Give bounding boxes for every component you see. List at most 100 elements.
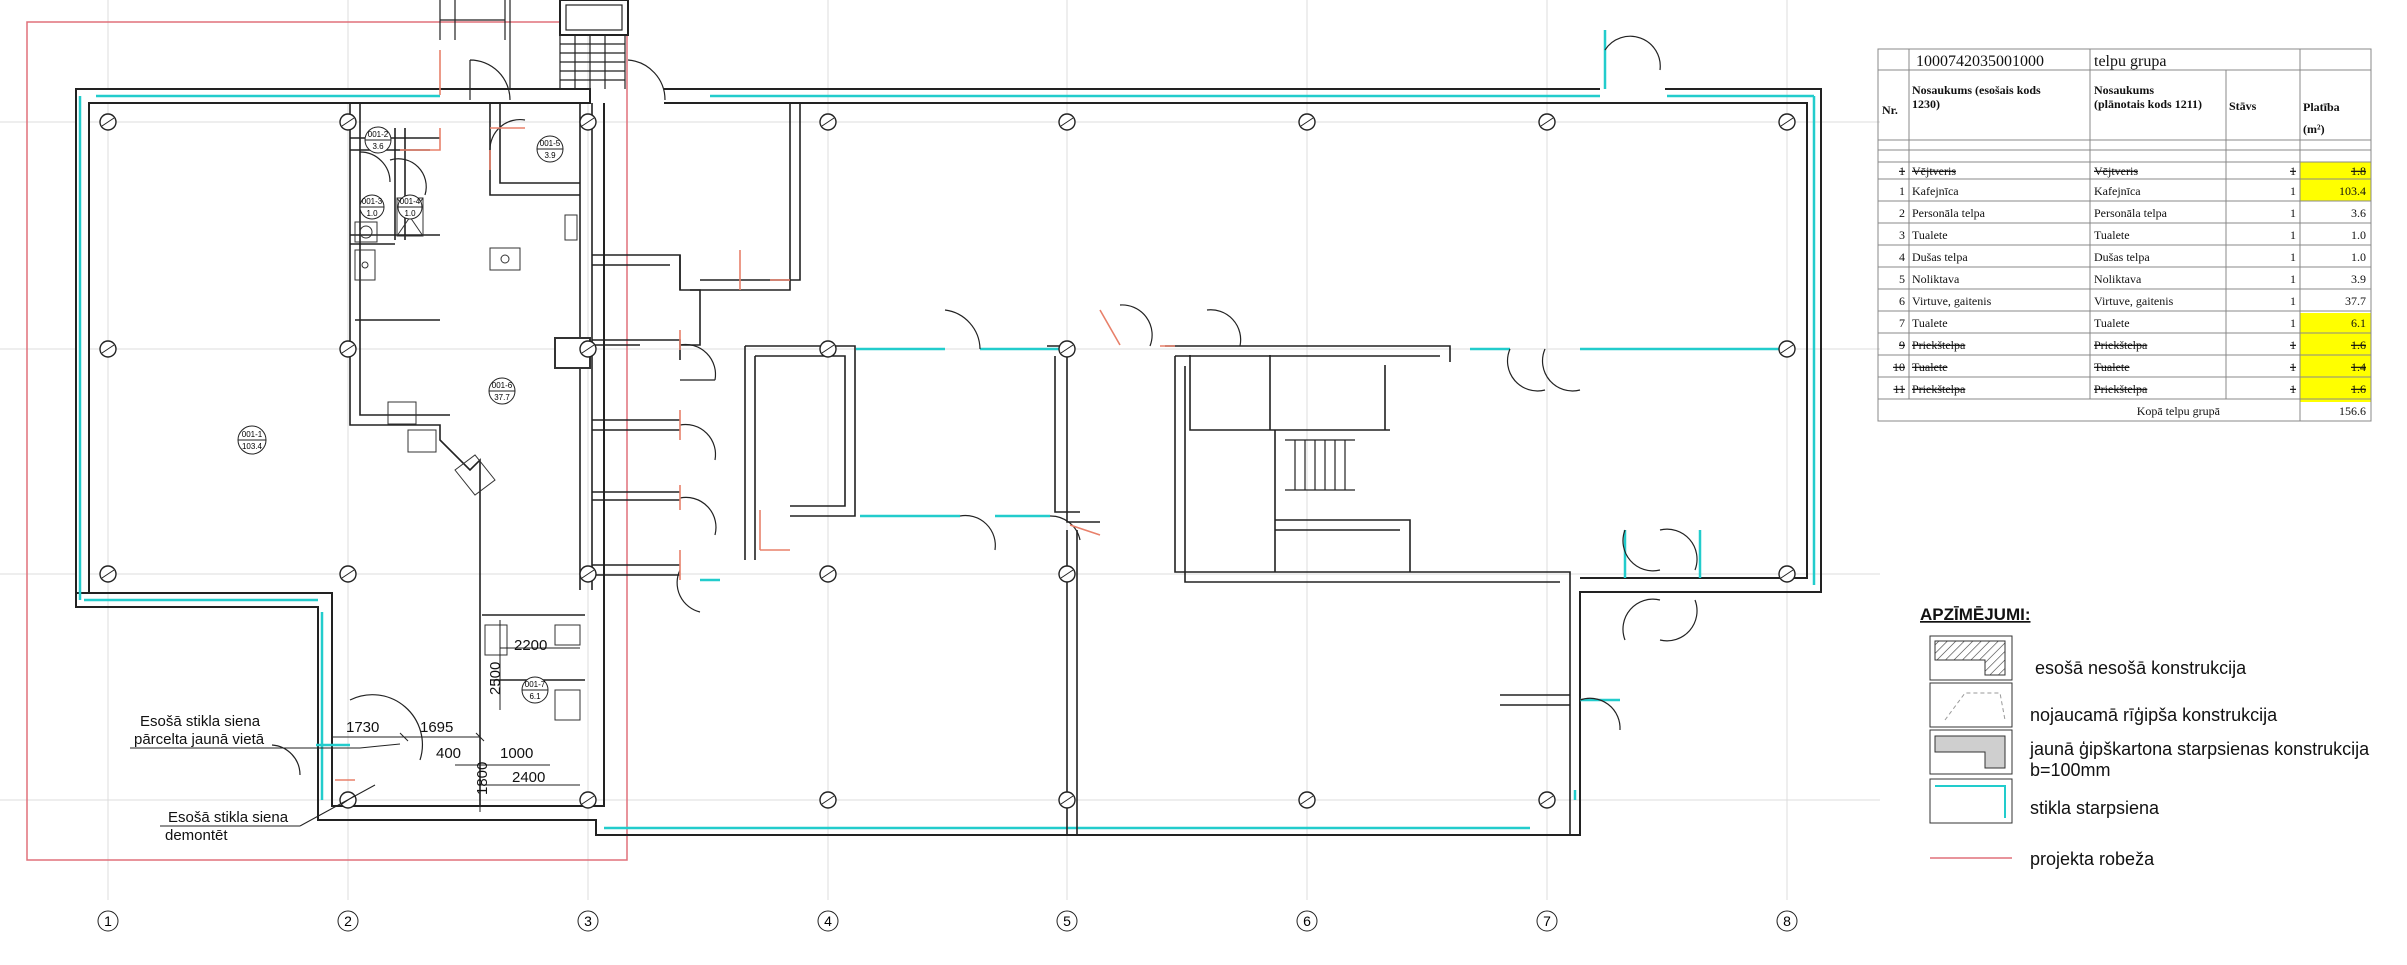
svg-text:103.4: 103.4 — [242, 442, 263, 451]
dimension-text: 2200 — [514, 637, 547, 654]
table-cell-area: 37.7 — [2345, 294, 2366, 308]
table-cell-planned: Tualete — [2094, 360, 2130, 374]
svg-text:001-7: 001-7 — [525, 680, 546, 689]
table-cell-area: 1.8 — [2351, 164, 2366, 178]
dimension-lines — [332, 620, 580, 812]
room-tag: 001-637.7 — [488, 377, 516, 405]
room-tag: 001-7 6.1 — [521, 676, 549, 704]
svg-text:001-4: 001-4 — [400, 197, 421, 206]
svg-text:4: 4 — [824, 913, 832, 929]
table-highlights — [2300, 162, 2371, 402]
table-cell-nr: 5 — [1899, 272, 1905, 286]
table-cell-floor: 1 — [2290, 228, 2296, 242]
header-floor: Stāvs — [2229, 99, 2257, 113]
stairs — [439, 0, 1355, 491]
room-tag: 001-2 3.6 — [364, 126, 392, 154]
grid-bubble: 7 — [1536, 910, 1558, 932]
table-cell-floor: 1 — [2290, 338, 2296, 352]
table-grid — [1877, 48, 2372, 422]
room-tag: 001-5 3.9 — [536, 135, 564, 163]
table-cell-nr: 1 — [1899, 184, 1905, 198]
dimension-text: 1695 — [420, 719, 453, 736]
column-hatch — [101, 117, 1794, 805]
header-planned: (plānotais kods 1211) — [2094, 97, 2202, 111]
table-cell-floor: 1 — [2290, 184, 2296, 198]
legend-label: jaunā ģipškartona starpsienas konstrukci… — [2029, 739, 2370, 759]
table-cell-existing: Kafejnīca — [1912, 184, 1959, 198]
dimension-text: 1730 — [346, 719, 379, 736]
table-cell-area: 1.6 — [2351, 382, 2366, 396]
table-cell-existing: Personāla telpa — [1912, 206, 1986, 220]
table-cell-existing: Priekštelpa — [1912, 382, 1966, 396]
table-cell-nr: 9 — [1899, 338, 1905, 352]
grid-bubble: 2 — [337, 910, 359, 932]
svg-text:6: 6 — [1303, 913, 1311, 929]
legend-label: esošā nesošā konstrukcija — [2035, 658, 2247, 678]
table-cell-floor: 1 — [2290, 316, 2296, 330]
table-cell-existing: Virtuve, gaitenis — [1912, 294, 1992, 308]
legend-swatch-glass — [1929, 778, 2013, 824]
table-cell-nr: 10 — [1893, 360, 1905, 374]
table-cell-planned: Kafejnīca — [2094, 184, 2141, 198]
legend-label: nojaucamā rīģipša konstrukcija — [2030, 705, 2278, 725]
grid-bubble: 4 — [817, 910, 839, 932]
table-cell-nr: 3 — [1899, 228, 1905, 242]
svg-text:1.0: 1.0 — [366, 209, 378, 218]
table-cell-floor: 1 — [2290, 250, 2296, 264]
dimension-text: 1800 — [474, 762, 491, 795]
legend: APZĪMĒJUMI: esošā nesošā konstrukcija no… — [1920, 605, 2370, 869]
table-cell-floor: 1 — [2290, 272, 2296, 286]
table-cell-planned: Priekštelpa — [2094, 338, 2148, 352]
legend-label: stikla starpsiena — [2030, 798, 2160, 818]
building-outer-walls — [75, 88, 1822, 836]
room-tag: 001-41.0 — [397, 194, 423, 220]
header-existing: Nosaukums (esošais kods — [1912, 83, 2041, 97]
dimension-text: 400 — [436, 745, 461, 762]
total-value: 156.6 — [2339, 404, 2366, 418]
svg-text:001-6: 001-6 — [492, 381, 513, 390]
interior-walls — [349, 103, 1571, 835]
note-line: Esošā stikla siena — [168, 809, 289, 826]
svg-text:3.6: 3.6 — [372, 142, 384, 151]
svg-text:3.9: 3.9 — [544, 151, 556, 160]
legend-label: projekta robeža — [2030, 849, 2155, 869]
room-area-table: 1000742035001000 telpu grupa Nr. Nosauku… — [1877, 48, 2372, 422]
header-existing: 1230) — [1912, 97, 1940, 111]
table-cell-existing: Tualete — [1912, 360, 1948, 374]
svg-text:001-2: 001-2 — [368, 130, 389, 139]
table-cell-area: 1.4 — [2351, 360, 2366, 374]
table-cell-existing: Vējtveris — [1912, 164, 1956, 178]
table-cell-area: 3.9 — [2351, 272, 2366, 286]
table-cell-floor: 1 — [2290, 294, 2296, 308]
svg-text:3: 3 — [584, 913, 592, 929]
door-swings — [271, 35, 1698, 776]
annotation-notes: Esošā stikla siena pārcelta jaunā vietā … — [130, 713, 401, 844]
table-cell-planned: Dušas telpa — [2094, 250, 2150, 264]
table-cell-area: 6.1 — [2351, 316, 2366, 330]
table-cell-floor: 1 — [2290, 206, 2296, 220]
legend-label: b=100mm — [2030, 760, 2111, 780]
legend-swatch-dashed — [1929, 682, 2013, 728]
table-cell-existing: Priekštelpa — [1912, 338, 1966, 352]
header-nr: Nr. — [1882, 103, 1898, 117]
table-cell-planned: Tualete — [2094, 316, 2130, 330]
grid-bubble: 5 — [1056, 910, 1078, 932]
header-planned: Nosaukums — [2094, 83, 2154, 97]
grid-bubble: 6 — [1296, 910, 1318, 932]
dimension-text: 2400 — [512, 769, 545, 786]
legend-swatch-hatch — [1929, 635, 2013, 681]
svg-text:8: 8 — [1783, 913, 1791, 929]
svg-text:001-5: 001-5 — [540, 139, 561, 148]
table-cell-area: 1.0 — [2351, 228, 2366, 242]
table-cell-planned: Personāla telpa — [2094, 206, 2168, 220]
header-area: Platība — [2303, 100, 2340, 114]
grid-axis-labels: 1 2 3 4 5 6 7 8 — [97, 910, 1798, 932]
total-label: Kopā telpu grupā — [2137, 404, 2221, 418]
table-cell-area: 1.6 — [2351, 338, 2366, 352]
svg-text:001-1: 001-1 — [242, 430, 263, 439]
table-cell-nr: 4 — [1899, 250, 1905, 264]
svg-text:6.1: 6.1 — [529, 692, 541, 701]
grid-bubble: 8 — [1776, 910, 1798, 932]
table-cell-floor: 1 — [2290, 382, 2296, 396]
